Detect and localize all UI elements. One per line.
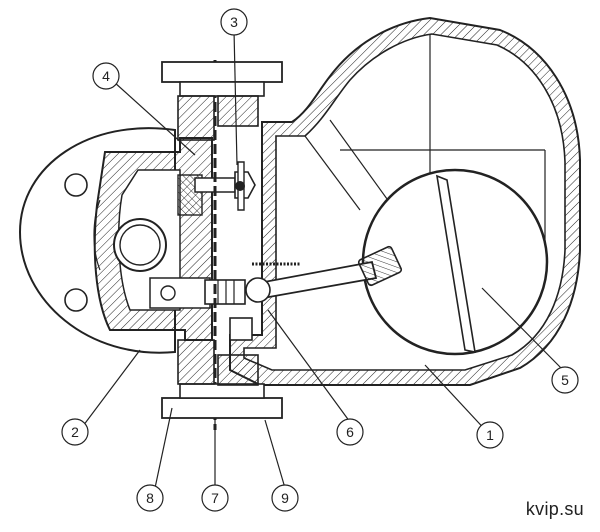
- leader-line-6: [267, 309, 351, 423]
- top-flange-bolt: [161, 61, 283, 141]
- callout-7: 7: [201, 484, 229, 512]
- callout-label-2: 2: [71, 424, 79, 440]
- bottom-flange-bolt: [161, 339, 283, 419]
- cover-assembly: [93, 137, 213, 341]
- leader-line-8: [154, 407, 173, 489]
- chamber-internals: [304, 34, 546, 250]
- callout-label-3: 3: [230, 14, 238, 30]
- callout-6: 6: [336, 418, 364, 446]
- callout-5: 5: [551, 366, 579, 394]
- leader-line-2: [79, 349, 141, 431]
- bolt-hole: [64, 173, 88, 197]
- callout-label-4: 4: [102, 68, 110, 84]
- watermark: kvip.su: [525, 499, 584, 519]
- callout-9: 9: [271, 484, 299, 512]
- callout-2: 2: [61, 418, 89, 446]
- callout-label-6: 6: [346, 424, 354, 440]
- callout-label-1: 1: [486, 427, 494, 443]
- callout-label-7: 7: [211, 490, 219, 506]
- callout-1: 1: [476, 421, 504, 449]
- air-vent-element: [194, 161, 256, 211]
- leader-line-9: [264, 419, 286, 489]
- float-lever: [245, 245, 403, 303]
- callout-label-5: 5: [561, 372, 569, 388]
- valve-seat: [204, 279, 253, 341]
- callout-3: 3: [220, 8, 248, 36]
- callout-8: 8: [136, 484, 164, 512]
- leader-line-4: [113, 81, 196, 156]
- callout-label-8: 8: [146, 490, 154, 506]
- callout-4: 4: [92, 62, 120, 90]
- leader-line-3: [233, 29, 238, 166]
- leader-line-1: [424, 364, 491, 436]
- leader-line-5: [481, 287, 566, 373]
- bolt-hole: [64, 288, 88, 312]
- leader-lines: [79, 29, 566, 489]
- callout-label-9: 9: [281, 490, 289, 506]
